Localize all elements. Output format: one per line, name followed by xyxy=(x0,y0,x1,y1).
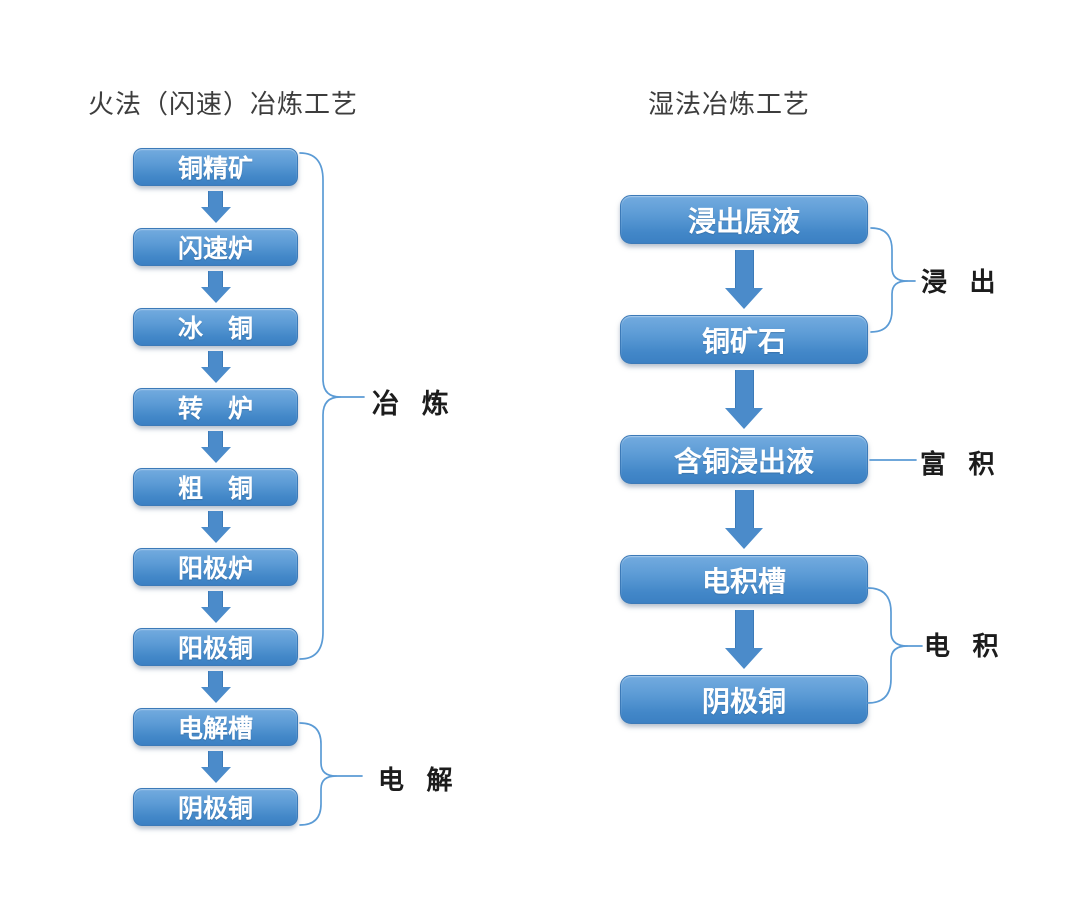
stage-label-enrichment: 富 积 xyxy=(920,450,996,479)
brace-electrowinning xyxy=(867,587,923,704)
down-arrow-icon xyxy=(200,586,231,628)
down-arrow-head xyxy=(200,607,231,623)
down-arrow-head xyxy=(200,527,231,543)
brace-electrolysis xyxy=(299,722,363,826)
flow-node-label: 电解槽 xyxy=(177,716,253,743)
down-arrow-head xyxy=(200,687,231,703)
flow-node-box: 浸出原液 xyxy=(620,195,868,244)
flow-node-box: 阳极铜 xyxy=(133,628,298,666)
down-arrow-shaft xyxy=(208,271,223,287)
flow-node-box: 铜精矿 xyxy=(133,148,298,186)
flow-node-label: 电积槽 xyxy=(701,566,786,598)
down-arrow-icon xyxy=(725,364,763,435)
down-arrow-head xyxy=(200,447,231,463)
flow-node-label: 阴极铜 xyxy=(177,796,253,823)
down-arrow-shaft xyxy=(208,671,223,687)
down-arrow-head xyxy=(725,648,763,669)
flow-node-box: 转 炉 xyxy=(133,388,298,426)
flow-node-label: 冰 铜 xyxy=(177,316,253,343)
down-arrow-head xyxy=(725,288,763,309)
down-arrow-shaft xyxy=(734,250,754,288)
down-arrow-shaft xyxy=(208,751,223,767)
down-arrow-shaft xyxy=(208,191,223,207)
stage-label-smelting: 冶 炼 xyxy=(372,389,450,419)
down-arrow-icon xyxy=(725,244,763,315)
down-arrow-head xyxy=(200,367,231,383)
stage-label-leaching: 浸 出 xyxy=(921,268,997,297)
left-flow-column: 铜精矿闪速炉冰 铜转 炉粗 铜阳极炉阳极铜电解槽阴极铜 xyxy=(133,148,298,826)
down-arrow-icon xyxy=(200,266,231,308)
down-arrow-shaft xyxy=(208,431,223,447)
stage-label-electrowinning: 电 积 xyxy=(924,632,1000,661)
flow-node-box: 含铜浸出液 xyxy=(620,435,868,484)
down-arrow-head xyxy=(725,408,763,429)
flow-node-box: 阴极铜 xyxy=(133,788,298,826)
flow-node-box: 电解槽 xyxy=(133,708,298,746)
down-arrow-icon xyxy=(725,604,763,675)
down-arrow-icon xyxy=(200,746,231,788)
flow-node-box: 冰 铜 xyxy=(133,308,298,346)
down-arrow-icon xyxy=(725,484,763,555)
stage-label-electrolysis: 电 解 xyxy=(378,766,454,795)
right-flow-column: 浸出原液铜矿石含铜浸出液电积槽阴极铜 xyxy=(620,195,868,724)
right-flow-title: 湿法冶炼工艺 xyxy=(648,90,811,119)
down-arrow-shaft xyxy=(208,351,223,367)
flow-node-label: 浸出原液 xyxy=(687,206,800,238)
down-arrow-head xyxy=(200,767,231,783)
flow-node-label: 阳极铜 xyxy=(177,636,253,663)
flow-node-label: 闪速炉 xyxy=(177,236,253,263)
down-arrow-icon xyxy=(200,346,231,388)
flow-node-label: 阴极铜 xyxy=(701,686,786,718)
left-flow-title: 火法（闪速）冶炼工艺 xyxy=(88,90,359,119)
down-arrow-head xyxy=(725,528,763,549)
flow-node-label: 粗 铜 xyxy=(177,476,253,503)
down-arrow-icon xyxy=(200,506,231,548)
flow-node-label: 铜矿石 xyxy=(701,326,786,358)
down-arrow-icon xyxy=(200,666,231,708)
brace-smelting xyxy=(299,152,365,660)
down-arrow-shaft xyxy=(208,591,223,607)
flow-node-box: 阳极炉 xyxy=(133,548,298,586)
flow-node-box: 电积槽 xyxy=(620,555,868,604)
flow-node-box: 阴极铜 xyxy=(620,675,868,724)
down-arrow-icon xyxy=(200,426,231,468)
down-arrow-shaft xyxy=(208,511,223,527)
flow-node-label: 铜精矿 xyxy=(177,156,253,183)
down-arrow-shaft xyxy=(734,490,754,528)
flow-node-label: 含铜浸出液 xyxy=(673,446,814,478)
down-arrow-head xyxy=(200,287,231,303)
down-arrow-shaft xyxy=(734,370,754,408)
flow-node-box: 粗 铜 xyxy=(133,468,298,506)
flow-node-box: 铜矿石 xyxy=(620,315,868,364)
down-arrow-head xyxy=(200,207,231,223)
flow-node-box: 闪速炉 xyxy=(133,228,298,266)
flow-node-label: 阳极炉 xyxy=(177,556,253,583)
flow-node-label: 转 炉 xyxy=(177,396,253,423)
down-arrow-icon xyxy=(200,186,231,228)
down-arrow-shaft xyxy=(734,610,754,648)
brace-leaching xyxy=(870,227,916,333)
connector-enrichment xyxy=(869,459,917,461)
